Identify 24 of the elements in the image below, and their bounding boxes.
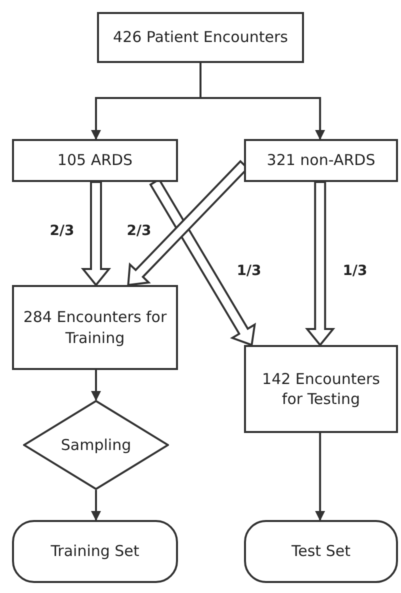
terminal-box xyxy=(12,520,178,583)
process-box xyxy=(12,285,178,370)
edge-label: 2/3 xyxy=(48,223,76,239)
process-box xyxy=(244,345,398,433)
process-box xyxy=(12,139,178,182)
node-label: 426 Patient Encounters xyxy=(113,27,288,48)
node-label: 321 non-ARDS xyxy=(266,150,376,171)
node-label: Training Set xyxy=(50,541,140,562)
node-label: 142 Encounters for Testing xyxy=(261,368,381,410)
hollow-arrow xyxy=(305,181,336,347)
arrow xyxy=(91,370,101,401)
node-label: Test Set xyxy=(292,541,350,562)
arrow xyxy=(200,63,326,140)
arrow xyxy=(315,433,326,521)
arrow xyxy=(91,490,101,521)
process-box xyxy=(97,12,304,63)
process-box xyxy=(244,139,398,182)
terminal-box xyxy=(244,520,398,583)
node-label: Sampling xyxy=(60,434,132,456)
node-label: 284 Encounters for Training xyxy=(22,307,168,348)
edge-label: 2/3 xyxy=(124,223,154,239)
node-label: 105 ARDS xyxy=(57,150,133,171)
decision-diamond xyxy=(23,400,169,490)
hollow-arrow xyxy=(80,181,112,287)
